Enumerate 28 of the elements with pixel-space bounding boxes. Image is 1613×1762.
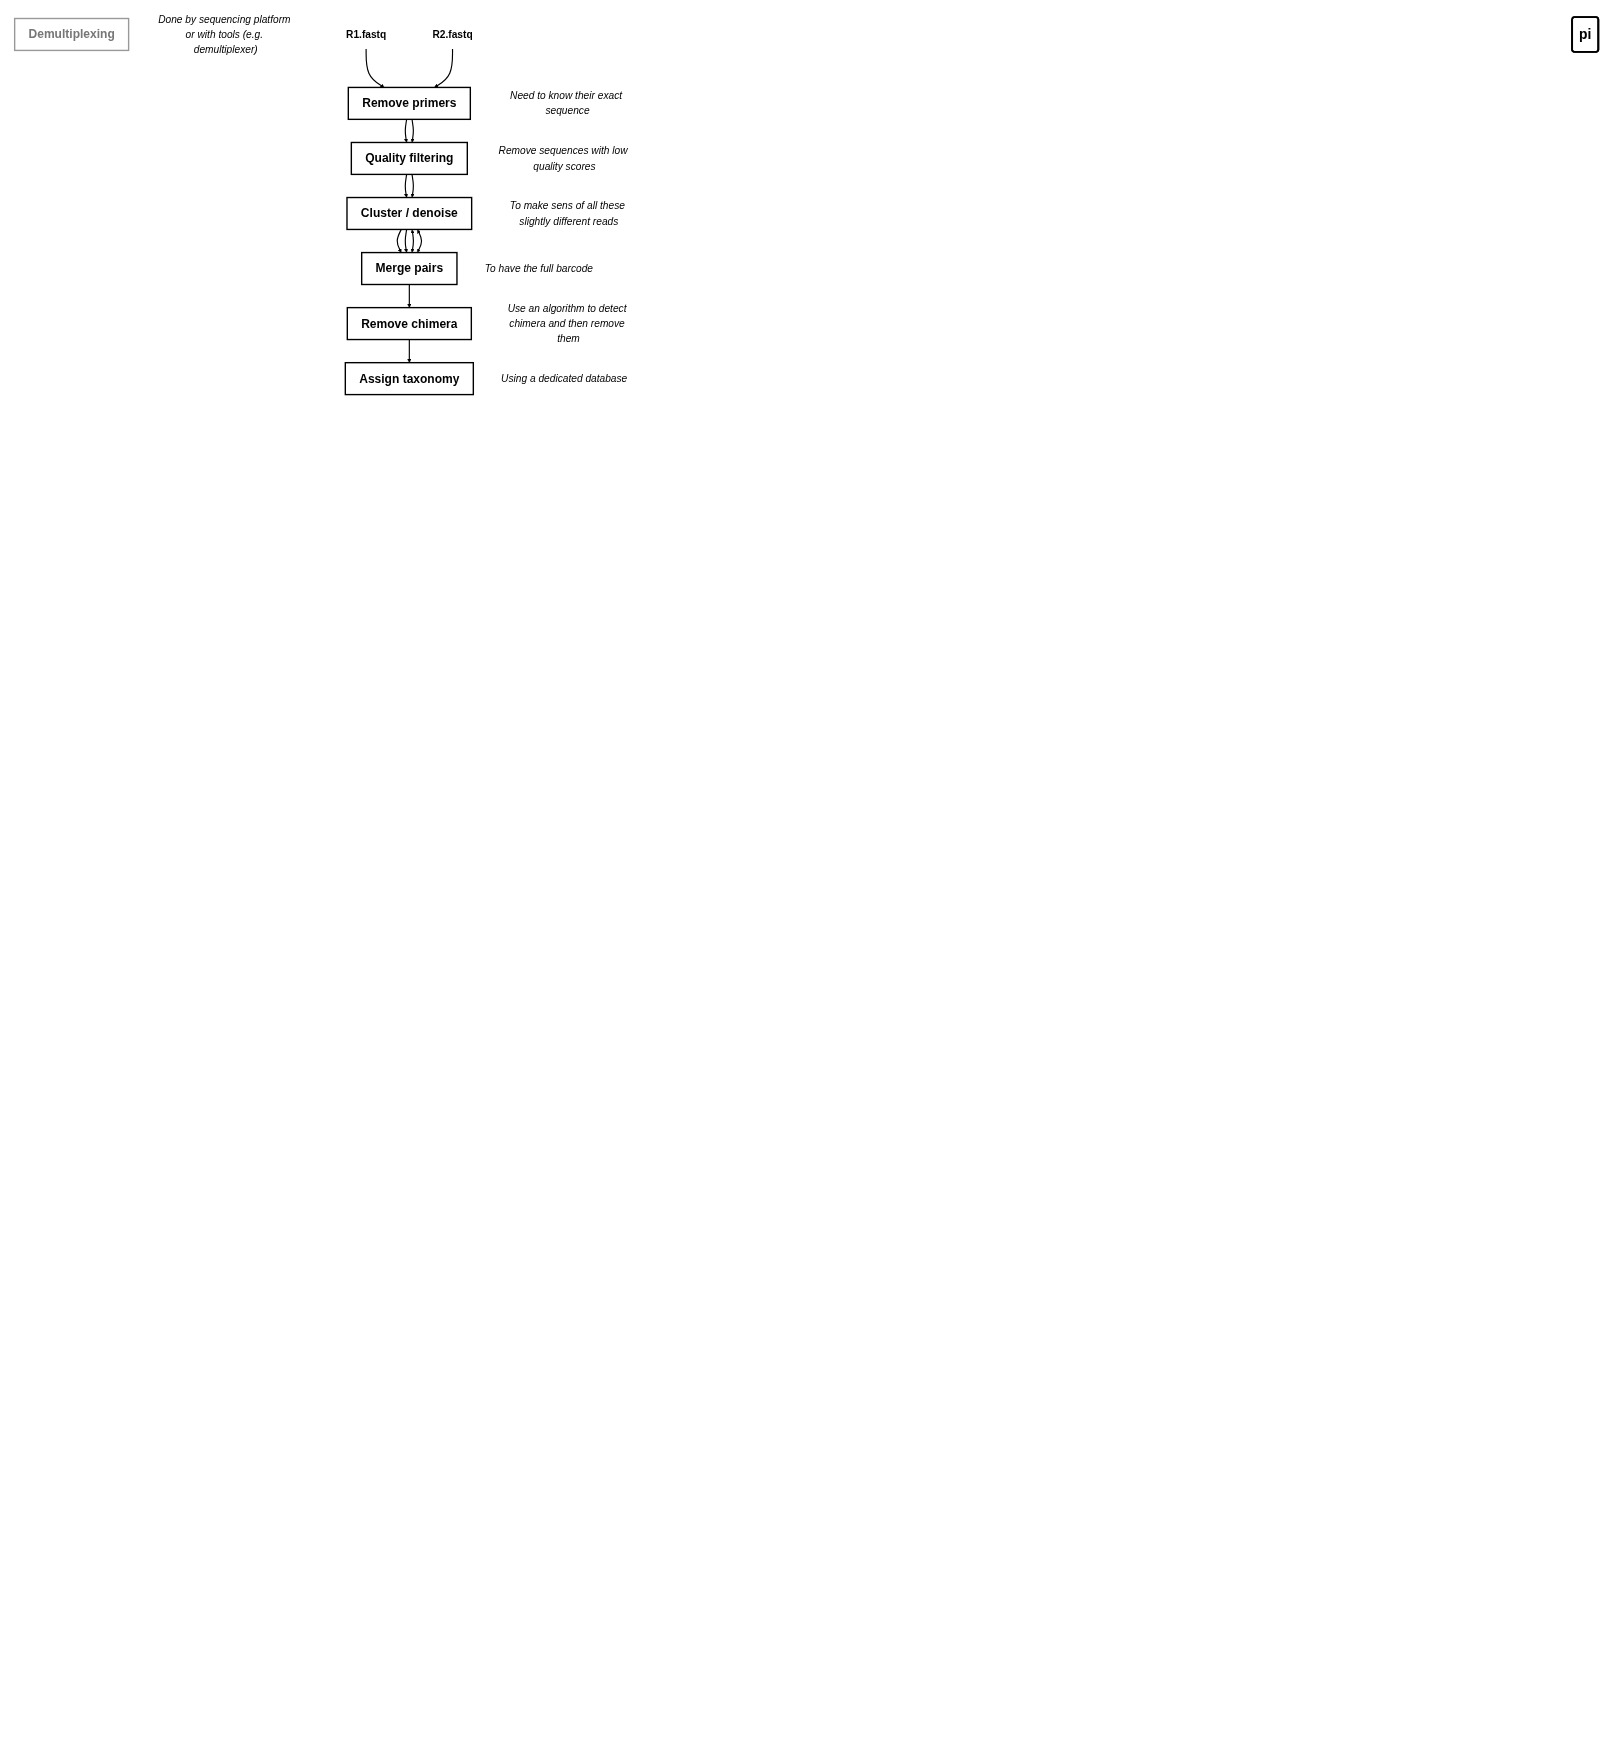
node-box: Quality filtering xyxy=(350,141,468,176)
arrow xyxy=(404,228,409,253)
node-box: Remove chimera xyxy=(346,306,473,341)
node-box: Remove primers xyxy=(347,86,472,121)
node-box: Demultiplexing xyxy=(13,17,130,52)
node-label: Using a dedicated database xyxy=(501,372,628,385)
arrow xyxy=(404,173,409,198)
node-label: Done by sequencing platform or with tools (e.g. demultiplexer) xyxy=(158,13,291,56)
arrow xyxy=(410,118,415,143)
arrow xyxy=(410,229,415,253)
arrow xyxy=(407,338,412,363)
node-label: To make sens of all these slightly different reads xyxy=(509,200,625,227)
node-text: R1.fastq xyxy=(346,28,387,41)
node-label: Use an algorithm to detect chimera and then remove them xyxy=(507,302,627,345)
arrow xyxy=(396,228,402,253)
node-box: Assign taxonomy xyxy=(344,361,475,396)
arrow xyxy=(365,48,385,88)
arrow xyxy=(407,283,412,308)
node-box: Cluster / denoise xyxy=(346,196,473,231)
node-label: Remove sequences with low quality scores xyxy=(498,145,628,172)
arrow xyxy=(434,48,454,88)
node-label: Need to know their exact sequence xyxy=(510,89,623,117)
arrow xyxy=(404,118,409,143)
node-label: To have the full barcode xyxy=(484,262,593,275)
arrow xyxy=(410,173,415,198)
node-text: R2.fastq xyxy=(432,28,473,41)
node-box: Merge pairs xyxy=(361,251,458,286)
arrow xyxy=(417,229,423,253)
